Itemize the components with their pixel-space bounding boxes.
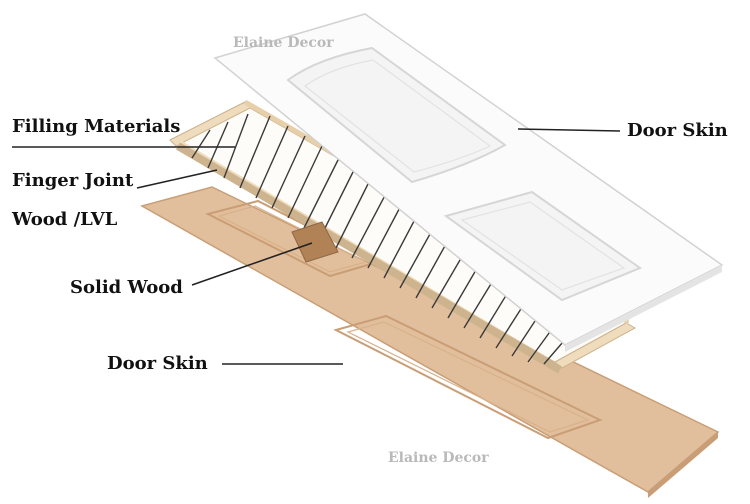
- label-filling-materials: Filling Materials: [12, 116, 181, 137]
- leader-lines: [12, 128, 621, 365]
- label-finger-joint: Finger Joint: [12, 170, 134, 191]
- label-solid-wood: Solid Wood: [70, 277, 183, 298]
- bottom-door-skin: [140, 186, 720, 498]
- label-door-skin-top: Door Skin: [627, 120, 728, 141]
- label-wood-lvl: Wood /LVL: [12, 209, 118, 230]
- solid-wood-block: [291, 221, 339, 263]
- leader-finger-joint: [136, 169, 218, 189]
- watermark-bottom: Elaine Decor: [388, 450, 489, 466]
- top-door-skin: [213, 13, 724, 352]
- watermark-top: Elaine Decor: [233, 35, 334, 51]
- leader-door-skin-top: [517, 128, 621, 132]
- label-door-skin-bottom: Door Skin: [107, 353, 208, 374]
- leader-solid-wood: [191, 242, 313, 286]
